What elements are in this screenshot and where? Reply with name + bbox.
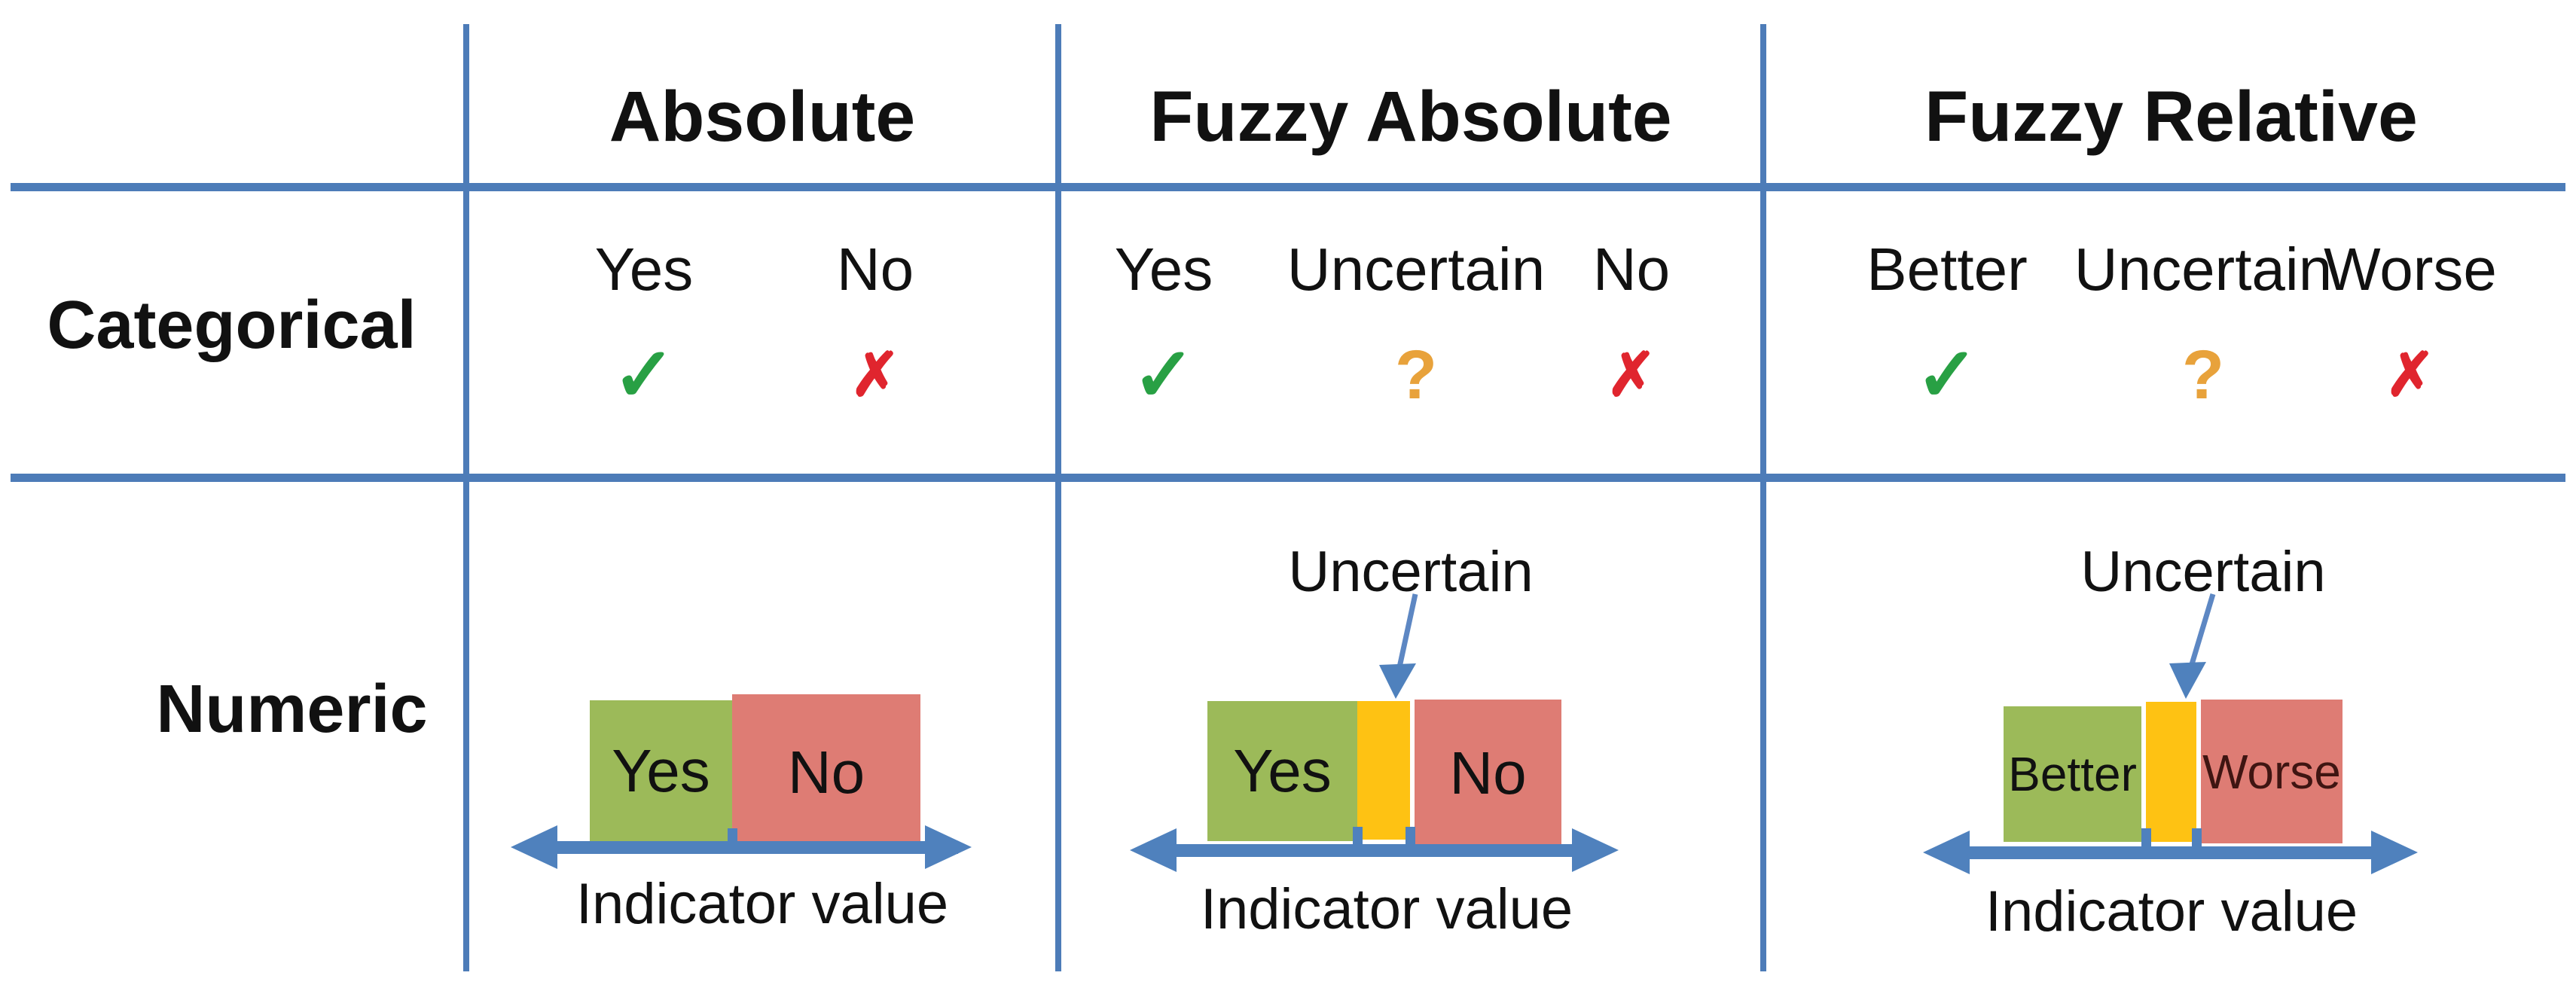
indicator-axis — [1938, 846, 2373, 859]
indicator-axis — [1145, 844, 1604, 857]
uncertain-arrow-icon — [2169, 593, 2216, 699]
fuzzy-absolute-box-no: No — [1415, 700, 1561, 847]
absolute-box-yes: Yes — [590, 700, 732, 841]
check-icon: ✓ — [612, 333, 676, 417]
axis-tick — [1406, 827, 1415, 847]
axis-arrowhead-right-icon — [2371, 831, 2418, 874]
axis-arrowhead-left-icon — [1923, 831, 1970, 874]
axis-label: Indicator value — [1985, 880, 2358, 944]
row-divider-1 — [11, 183, 2565, 191]
uncertain-annotation: Uncertain — [2080, 540, 2326, 604]
cat-option-absolute-no: No ✗ — [725, 233, 1026, 420]
axis-tick — [2141, 828, 2151, 846]
col-header-fuzzy-absolute: Fuzzy Absolute — [1149, 77, 1672, 157]
question-icon: ? — [1394, 337, 1438, 413]
col-header-fuzzy-relative: Fuzzy Relative — [1924, 77, 2418, 157]
column-divider-3 — [1760, 24, 1766, 971]
fuzzy-absolute-box-uncertain — [1357, 701, 1410, 840]
column-divider-2 — [1055, 24, 1061, 971]
check-icon: ✓ — [1915, 333, 1979, 417]
uncertain-arrow-icon — [1379, 593, 1418, 699]
option-label: Yes — [594, 236, 694, 303]
row-header-categorical: Categorical — [47, 288, 417, 363]
box-label: Yes — [612, 736, 710, 804]
axis-tick — [1353, 827, 1363, 847]
option-label: Worse — [2324, 236, 2497, 303]
option-label: Better — [1866, 236, 2028, 303]
fuzzy-relative-box-better: Better — [2004, 706, 2141, 842]
axis-arrowhead-right-icon — [1572, 828, 1619, 872]
cross-icon: ✗ — [1606, 341, 1657, 408]
box-label: No — [787, 739, 865, 806]
cross-icon: ✗ — [2385, 341, 2436, 408]
box-label: No — [1449, 739, 1527, 806]
box-label: Yes — [1233, 737, 1332, 804]
cat-option-fuzzy-absolute-no: No ✗ — [1481, 233, 1782, 420]
axis-arrowhead-right-icon — [925, 825, 972, 869]
box-label: Worse — [2202, 744, 2341, 799]
option-label: No — [836, 236, 914, 303]
cat-option-fuzzy-relative-uncertain: Uncertain ? — [2053, 233, 2354, 420]
fuzzy-relative-box-uncertain — [2146, 702, 2196, 842]
option-label: Uncertain — [1286, 236, 1546, 303]
option-label: Yes — [1114, 236, 1213, 303]
col-header-absolute: Absolute — [609, 77, 916, 157]
column-divider-1 — [463, 24, 469, 971]
cross-icon: ✗ — [850, 341, 901, 408]
fuzzy-absolute-box-yes: Yes — [1207, 701, 1357, 841]
row-header-numeric: Numeric — [156, 672, 428, 747]
question-icon: ? — [2181, 337, 2225, 413]
axis-label: Indicator value — [1200, 877, 1573, 941]
cat-option-fuzzy-relative-better: Better ✓ — [1796, 233, 2098, 420]
box-label: Better — [2008, 747, 2137, 801]
axis-tick — [2192, 828, 2202, 846]
axis-arrowhead-left-icon — [1130, 828, 1177, 872]
cat-option-absolute-yes: Yes ✓ — [493, 233, 795, 420]
axis-arrowhead-left-icon — [511, 825, 557, 869]
row-divider-2 — [11, 474, 2565, 482]
axis-tick — [728, 828, 737, 842]
absolute-box-no: No — [732, 694, 920, 851]
cat-option-fuzzy-relative-worse: Worse ✗ — [2260, 233, 2561, 420]
fuzzy-relative-box-worse: Worse — [2201, 700, 2343, 843]
axis-label: Indicator value — [575, 872, 949, 936]
option-label: Uncertain — [2074, 236, 2333, 303]
cat-option-fuzzy-absolute-uncertain: Uncertain ? — [1265, 233, 1567, 420]
cat-option-fuzzy-absolute-yes: Yes ✓ — [1013, 233, 1314, 420]
check-icon: ✓ — [1132, 333, 1195, 417]
indicator-axis — [527, 841, 958, 854]
option-label: No — [1592, 236, 1671, 303]
uncertain-annotation: Uncertain — [1288, 540, 1534, 604]
